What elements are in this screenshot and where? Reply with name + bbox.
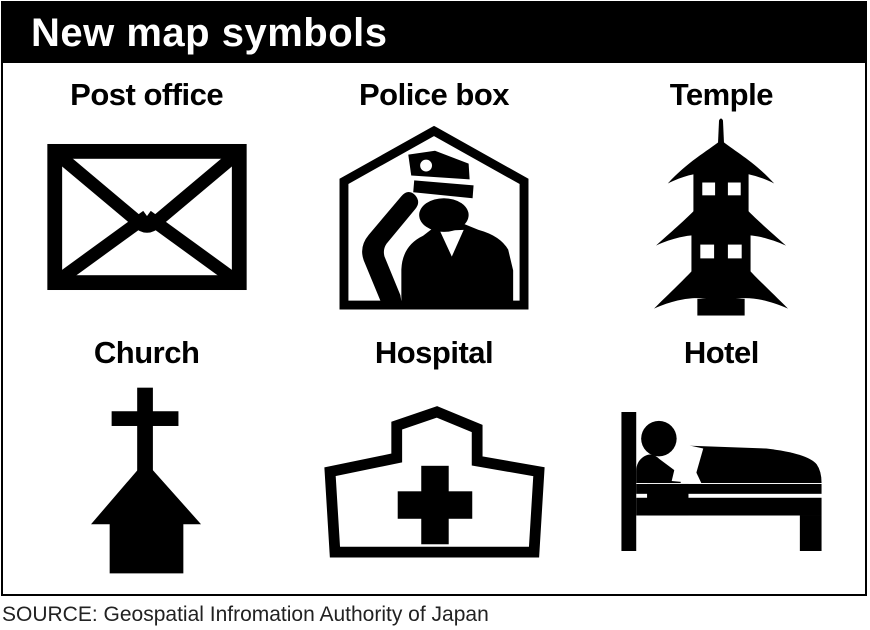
symbol-label: Church [93,335,200,370]
person-sleeping-in-bed-icon [621,411,822,551]
saluting-officer-in-house-icon [339,125,529,310]
envelope-icon [47,144,247,291]
symbol-cell-hospital: Hospital [290,321,577,591]
cross-on-church-icon [90,387,201,574]
pagoda-icon [654,118,789,316]
symbol-grid: Post office Police box [3,63,865,591]
building-with-cross-icon [324,405,545,558]
symbol-label: Post office [70,77,224,112]
symbol-cell-temple: Temple [578,63,865,321]
symbol-label: Hotel [683,335,760,370]
symbol-cell-police-box: Police box [290,63,577,321]
symbol-cell-post-office: Post office [3,63,290,321]
symbol-cell-church: Church [3,321,290,591]
source-attribution: SOURCE: Geospatial Infromation Authority… [2,603,489,626]
symbol-cell-hotel: Hotel [578,321,865,591]
symbol-label: Police box [358,77,510,112]
symbol-label: Temple [669,77,774,112]
header-bar: New map symbols [3,3,865,63]
symbol-label: Hospital [374,335,494,370]
page-title: New map symbols [31,10,388,55]
figure-box: New map symbols Post office Police box [1,1,867,596]
